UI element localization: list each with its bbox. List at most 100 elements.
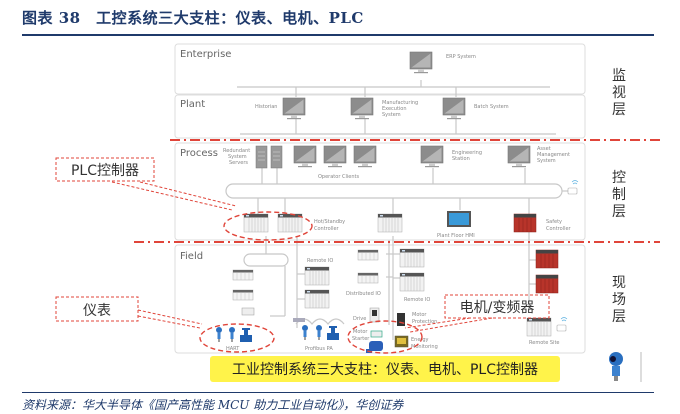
svg-text:场: 场 xyxy=(612,292,626,308)
motor-protection-icon xyxy=(397,313,405,326)
safety-controller: Safety Controller xyxy=(513,213,572,233)
summary-banner-bg xyxy=(210,356,560,382)
hmi-label: Plant Floor HMI xyxy=(437,233,475,239)
svg-text:层: 层 xyxy=(612,309,626,325)
engineering-station: Engineering Station xyxy=(420,145,482,168)
safety-label-1: Safety xyxy=(546,219,562,225)
operator-clients: Operator Clients xyxy=(293,145,377,180)
layer-enterprise: Enterprise xyxy=(174,43,586,95)
figure-title: 图表 38 工控系统三大支柱：仪表、电机、PLC xyxy=(22,9,364,27)
router-icon xyxy=(567,187,578,195)
mes-label-1: Manufacturing xyxy=(382,100,418,106)
callout-plc-label: PLC控制器 xyxy=(71,163,139,179)
callout-plc-box xyxy=(55,157,155,182)
redundant-servers: Redundant System Servers xyxy=(223,145,283,169)
servers-label-3: Servers xyxy=(229,160,248,166)
server-icon xyxy=(255,145,283,169)
tier-label-field: 现 场 层 xyxy=(612,275,626,325)
layer-label-plant: Plant xyxy=(180,99,205,110)
remote-site-wifi-icon xyxy=(560,317,568,322)
callout-instrument-box xyxy=(55,296,139,322)
remote-io-icon-4 xyxy=(399,272,425,292)
callout-motor-label: 电机/变频器 xyxy=(460,300,535,316)
safety-io-icon-2 xyxy=(535,274,559,294)
callout-motor xyxy=(347,294,550,354)
engineering-label-2: Station xyxy=(452,156,470,162)
batch-label: Batch System xyxy=(474,104,509,110)
hot-standby-controller: Hot/Standby Controller xyxy=(243,213,345,233)
distributed-io-label: Distributed IO xyxy=(346,291,381,297)
safety-label-2: Controller xyxy=(546,226,572,232)
remote-io-2-label: Remote IO xyxy=(404,297,430,303)
remote-io-icon-1 xyxy=(304,266,330,286)
hart-label: HART xyxy=(226,346,240,352)
svg-text:视: 视 xyxy=(612,85,626,101)
asset-label-3: System xyxy=(537,158,556,164)
distributed-io: Distributed IO xyxy=(346,249,381,297)
transmitter-photo-icon xyxy=(609,352,642,382)
callout-instrument xyxy=(55,296,275,353)
asset-label-1: Asset xyxy=(537,146,551,152)
callout-instrument-ellipse xyxy=(199,323,275,353)
profibus-instruments: Profibus PA xyxy=(302,325,339,352)
io-module-icon-2 xyxy=(232,289,254,301)
batch-system: Batch System xyxy=(442,97,509,120)
motor-protection-label-2: Protection xyxy=(412,319,437,325)
source-rule xyxy=(22,392,654,393)
hot-standby-label-2: Controller xyxy=(314,226,340,232)
title-rule xyxy=(22,34,654,36)
motor-starter-icon xyxy=(370,330,383,338)
layer-plant: Plant xyxy=(174,94,586,139)
distributed-io-icon-1 xyxy=(357,249,379,261)
profibus-coupler-icon xyxy=(293,318,305,322)
energy-label-1: Energy xyxy=(411,337,429,343)
remote-site-label: Remote Site xyxy=(529,340,559,346)
motor-protection-label-1: Motor xyxy=(412,312,427,318)
summary-banner: 工业控制系统三大支柱：仪表、电机、PLC控制器 xyxy=(210,356,560,382)
wireless-router xyxy=(567,180,579,195)
plc-controller-icon-1 xyxy=(243,213,269,233)
remote-io-2: Remote IO xyxy=(399,248,430,303)
source-note: 资料来源：华大半导体《国产高性能 MCU 助力工业自动化》，华创证券 xyxy=(22,398,404,412)
motor-starter-label-2: Starter xyxy=(352,336,370,342)
operator-clients-label: Operator Clients xyxy=(318,174,359,180)
plc-controller-icon-3 xyxy=(377,213,403,233)
mes: Manufacturing Execution System xyxy=(350,97,418,120)
profibus-label: Profibus PA xyxy=(305,346,333,352)
motor-starter-label-1: Motor xyxy=(353,329,368,335)
drive-label: Drive xyxy=(353,316,366,322)
energy-label-2: Monitoring xyxy=(411,344,438,350)
tier-dividers xyxy=(134,139,660,243)
svg-text:现: 现 xyxy=(612,275,626,291)
remote-site: Remote Site xyxy=(526,317,568,346)
hart-instruments: HART xyxy=(216,327,252,352)
wifi-icon xyxy=(571,180,579,185)
hart-gateway-icon xyxy=(241,307,255,316)
svg-text:监: 监 xyxy=(612,68,626,84)
historian-label: Historian xyxy=(255,104,277,110)
layer-label-field: Field xyxy=(180,251,203,262)
io-module-icon-1 xyxy=(232,269,254,281)
callout-motor-box xyxy=(444,294,550,319)
servers-label-1: Redundant xyxy=(223,148,250,154)
distributed-io-icon-2 xyxy=(357,272,379,284)
plc-controller-icon-2 xyxy=(277,213,303,233)
layer-label-process: Process xyxy=(180,148,218,159)
remote-io-1-label: Remote IO xyxy=(307,258,333,264)
callout-instrument-label: 仪表 xyxy=(83,303,111,319)
safety-controller-icon xyxy=(513,213,537,233)
historian: Historian xyxy=(255,97,306,120)
drive: Drive xyxy=(353,307,380,323)
callout-plc-ellipse xyxy=(223,211,313,241)
erp-system: ERP System xyxy=(409,51,476,74)
tier-label-control: 控 制 层 xyxy=(612,170,626,220)
layer-label-enterprise: Enterprise xyxy=(180,49,231,60)
remote-io-1: Remote IO xyxy=(304,258,333,309)
network-lines xyxy=(225,80,568,340)
summary-banner-text: 工业控制系统三大支柱：仪表、电机、PLC控制器 xyxy=(232,362,538,378)
plant-floor-hmi: Plant Floor HMI xyxy=(437,211,475,239)
safety-io-icon-1 xyxy=(535,249,559,269)
remote-site-plc-icon xyxy=(526,317,552,337)
svg-text:制: 制 xyxy=(612,187,626,203)
